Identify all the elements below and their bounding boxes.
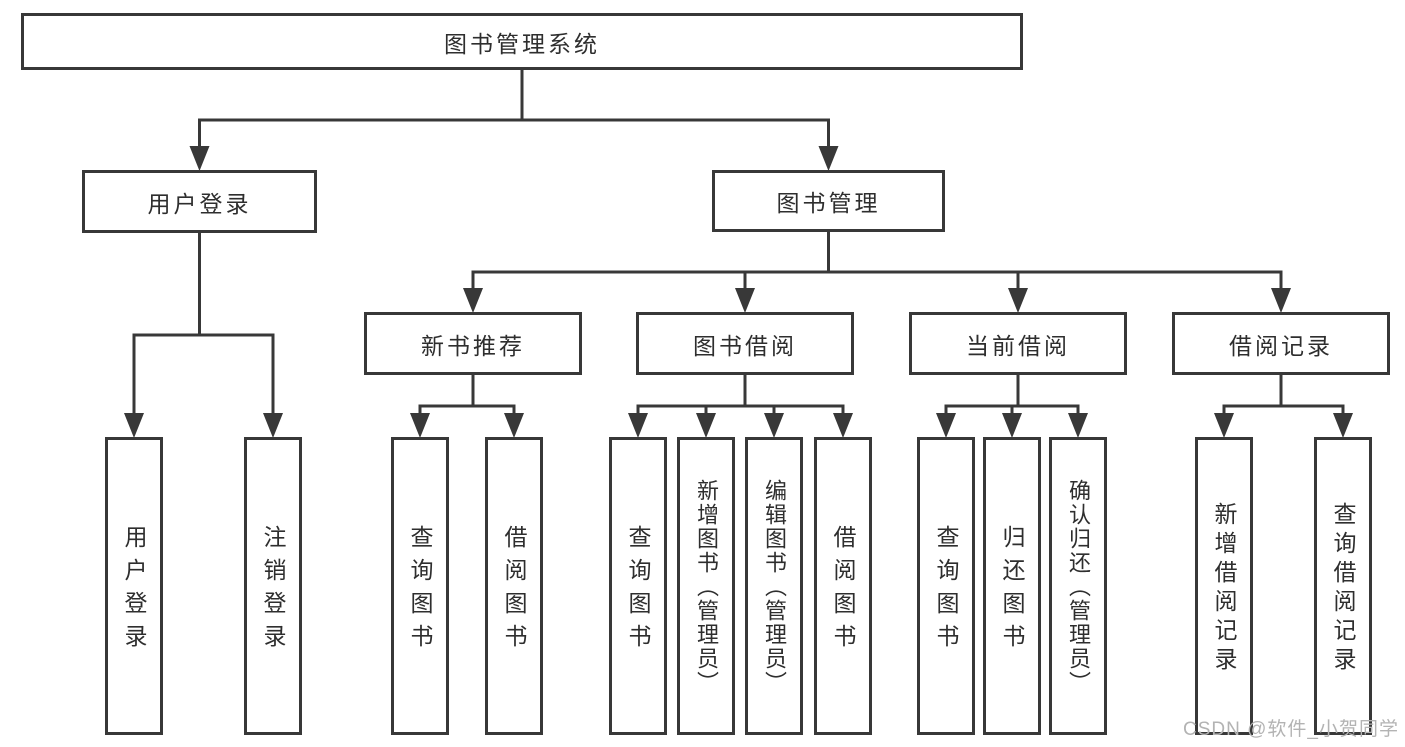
node-label-leaf-query-book-1: 查询图书 [407,525,433,657]
node-user-login: 用户登录 [82,170,317,233]
node-label-book-borrow: 图书借阅 [693,332,797,359]
node-label-leaf-edit-book: 编辑图书（管理员） [762,479,787,695]
node-new-book-rec: 新书推荐 [364,312,582,375]
node-borrow-record: 借阅记录 [1172,312,1390,375]
node-book-mgmt: 图书管理 [712,170,945,232]
node-label-leaf-query-book-3: 查询图书 [933,525,959,657]
node-label-leaf-add-book: 新增图书（管理员） [694,479,719,695]
node-label-leaf-borrow-book-1: 借阅图书 [501,525,527,657]
node-label-leaf-add-record: 新增借阅记录 [1211,502,1237,676]
node-leaf-query-book-3: 查询图书 [917,437,975,735]
node-label-leaf-user-login: 用户登录 [121,525,147,657]
node-leaf-return-book: 归还图书 [983,437,1041,735]
node-book-borrow: 图书借阅 [636,312,854,375]
node-leaf-query-book-1: 查询图书 [391,437,449,735]
node-leaf-user-login: 用户登录 [105,437,163,735]
node-label-leaf-query-record: 查询借阅记录 [1330,502,1356,676]
node-label-new-book-rec: 新书推荐 [421,332,525,359]
node-label-leaf-confirm-return: 确认归还（管理员） [1066,479,1091,695]
node-label-leaf-return-book: 归还图书 [999,525,1025,657]
node-label-leaf-query-book-2: 查询图书 [625,525,651,657]
node-leaf-query-record: 查询借阅记录 [1314,437,1372,735]
node-label-leaf-logout: 注销登录 [260,525,286,657]
node-current-borrow: 当前借阅 [909,312,1127,375]
node-leaf-borrow-book-1: 借阅图书 [485,437,543,735]
node-leaf-edit-book: 编辑图书（管理员） [745,437,803,735]
node-leaf-add-book: 新增图书（管理员） [677,437,735,735]
node-leaf-add-record: 新增借阅记录 [1195,437,1253,735]
node-leaf-borrow-book-2: 借阅图书 [814,437,872,735]
watermark: CSDN @软件_小贺同学 [1183,719,1399,740]
node-label-root: 图书管理系统 [444,30,600,57]
node-leaf-logout: 注销登录 [244,437,302,735]
node-label-leaf-borrow-book-2: 借阅图书 [830,525,856,657]
node-label-user-login: 用户登录 [147,190,252,217]
node-root: 图书管理系统 [21,13,1023,70]
node-label-borrow-record: 借阅记录 [1229,332,1333,359]
node-label-current-borrow: 当前借阅 [966,332,1070,359]
node-label-book-mgmt: 图书管理 [776,190,881,216]
node-leaf-query-book-2: 查询图书 [609,437,667,735]
node-leaf-confirm-return: 确认归还（管理员） [1049,437,1107,735]
